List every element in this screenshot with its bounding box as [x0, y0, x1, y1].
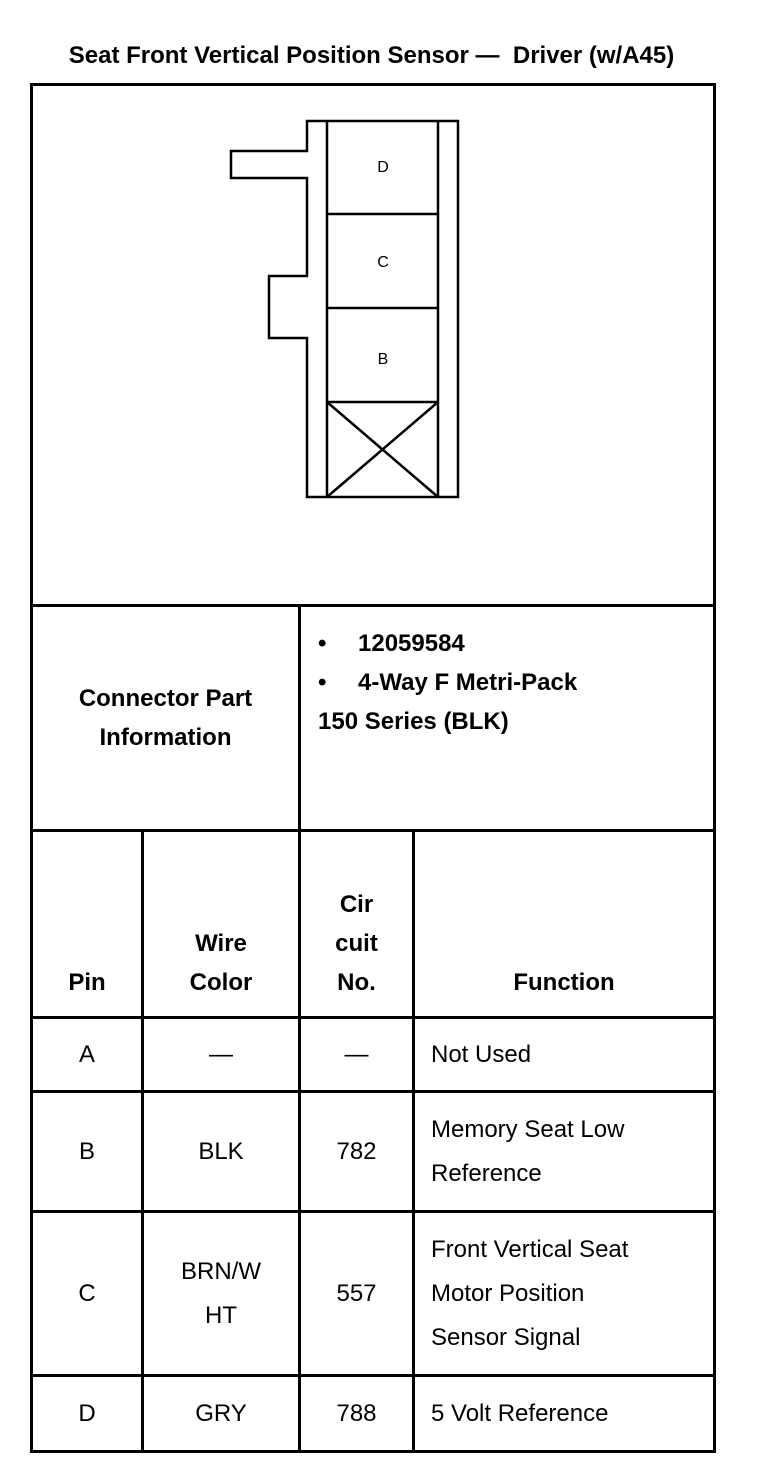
row-b-function-line: Memory Seat Low — [431, 1115, 625, 1143]
divider-row-a-bottom — [30, 1090, 716, 1093]
row-d-function-line: 5 Volt Reference — [431, 1399, 609, 1427]
divider-partinfo-bottom — [30, 829, 716, 832]
divider-col-circuit — [298, 604, 301, 1453]
connector-housing-outline — [229, 119, 460, 499]
row-b-circuit: 782 — [336, 1137, 377, 1165]
row-d-circuit: 788 — [336, 1399, 377, 1427]
row-d-wire-color-line: GRY — [195, 1399, 247, 1427]
row-b-function: Memory Seat Low Reference — [431, 1093, 713, 1210]
bullet-icon: • — [318, 630, 327, 657]
connector-face-diagram: D C B — [229, 119, 460, 499]
cavity-label-b: B — [378, 351, 389, 368]
page-title: Seat Front Vertical Position Sensor — Dr… — [68, 42, 675, 69]
row-b-pin: B — [78, 1137, 95, 1165]
divider-row-b-bottom — [30, 1210, 716, 1213]
row-c-function-line: Front Vertical Seat — [431, 1235, 629, 1263]
row-b-wire-color-line: BLK — [198, 1137, 244, 1165]
connector-description: 4-Way F Metri-Pack — [358, 669, 578, 696]
header-wire-color: Wire Color — [144, 832, 298, 1002]
divider-row-c-bottom — [30, 1374, 716, 1377]
row-c-wire-color-line: HT — [205, 1301, 237, 1329]
row-d-pin: D — [78, 1399, 96, 1427]
header-wire-color-line: Wire — [195, 930, 247, 957]
row-a-function-line: Not Used — [431, 1040, 532, 1068]
divider-col-function — [412, 829, 415, 1453]
header-function-label: Function — [513, 969, 615, 996]
header-function: Function — [415, 832, 713, 1002]
row-a-circuit: — — [344, 1040, 369, 1068]
part-number-row: • 12059584 — [318, 624, 577, 663]
blocked-cavity-mark — [326, 401, 439, 498]
divider-diagram-bottom — [30, 604, 716, 607]
row-a-wire-color: — — [144, 1019, 298, 1090]
connector-part-info-label-line: Connector Part — [78, 685, 253, 712]
header-circuit-number: Cir cuit No. — [301, 832, 412, 1002]
cavity-label-c: C — [377, 254, 389, 271]
header-pin: Pin — [33, 832, 141, 1002]
header-circuit-line: No. — [337, 969, 376, 996]
part-number: 12059584 — [358, 630, 465, 657]
bullet-icon: • — [318, 669, 327, 696]
row-c-function-line: Motor Position — [431, 1279, 585, 1307]
header-wire-color-line: Color — [189, 969, 253, 996]
connector-description-row: • 4-Way F Metri-Pack — [318, 663, 577, 702]
connector-table-frame — [30, 83, 716, 1453]
connector-part-info-label: Connector Part Information — [33, 607, 298, 829]
connector-part-info-label-line: Information — [99, 724, 232, 751]
connector-series: 150 Series (BLK) — [318, 708, 509, 735]
connector-part-info-values: • 12059584 • 4-Way F Metri-Pack 150 Series… — [318, 624, 577, 741]
row-c-wire-color: BRN/W HT — [144, 1213, 298, 1374]
row-a-pin: A — [78, 1040, 95, 1068]
row-c-wire-color-line: BRN/W — [181, 1257, 261, 1285]
row-d-function: 5 Volt Reference — [431, 1377, 713, 1450]
row-c-function-line: Sensor Signal — [431, 1323, 581, 1351]
divider-col-wire — [141, 829, 144, 1453]
row-b-wire-color: BLK — [144, 1093, 298, 1210]
cavity-label-d: D — [377, 159, 389, 176]
row-b-function-line: Reference — [431, 1159, 542, 1187]
row-c-function: Front Vertical Seat Motor Position Senso… — [431, 1213, 713, 1374]
row-a-wire-color-line: — — [209, 1040, 233, 1068]
row-c-pin: C — [78, 1279, 96, 1307]
header-pin-label: Pin — [68, 969, 106, 996]
row-c-circuit: 557 — [336, 1279, 377, 1307]
header-circuit-line: cuit — [335, 930, 378, 957]
row-d-wire-color: GRY — [144, 1377, 298, 1450]
header-circuit-line: Cir — [339, 891, 374, 918]
row-a-function: Not Used — [431, 1019, 713, 1090]
divider-header-bottom — [30, 1016, 716, 1019]
